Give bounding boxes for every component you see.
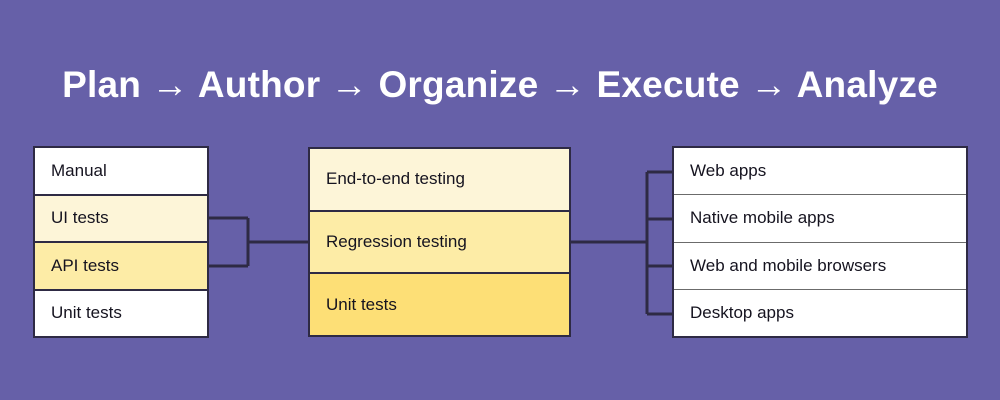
list-item[interactable]: Unit tests <box>35 290 207 336</box>
list-item-label: Regression testing <box>326 232 467 251</box>
list-item[interactable]: Native mobile apps <box>674 195 966 243</box>
list-item-label: End-to-end testing <box>326 169 465 189</box>
list-item-label: Unit tests <box>51 303 122 323</box>
page-title: Plan → Author → Organize → Execute → Ana… <box>62 64 938 105</box>
list-item-label: Web and mobile browsers <box>690 255 887 275</box>
list-item[interactable]: Unit tests <box>310 274 569 335</box>
list-item-label: Unit tests <box>326 294 397 314</box>
test-types-column: Manual UI tests API tests Unit tests <box>33 146 209 338</box>
list-item[interactable]: API tests <box>35 243 207 291</box>
connector-plan-to-author <box>209 216 308 268</box>
platforms-column: Web apps Native mobile apps Web and mobi… <box>672 146 968 338</box>
list-item[interactable]: Web apps <box>674 148 966 196</box>
list-item-label: API tests <box>51 255 120 275</box>
list-item[interactable]: Desktop apps <box>674 289 966 336</box>
list-item[interactable]: Web and mobile browsers <box>674 242 966 290</box>
connector-author-to-execute <box>571 170 672 316</box>
list-item[interactable]: Manual <box>35 148 207 196</box>
list-item-label: Web apps <box>690 161 767 181</box>
list-item[interactable]: UI tests <box>35 195 207 243</box>
list-item[interactable]: Regression testing <box>310 211 569 275</box>
list-item-label: UI tests <box>51 208 109 228</box>
list-item-label: Manual <box>51 160 107 180</box>
test-levels-column: End-to-end testing Regression testing Un… <box>308 147 571 337</box>
list-item-label: Desktop apps <box>690 302 794 322</box>
list-item[interactable]: End-to-end testing <box>310 149 569 212</box>
list-item-label: Native mobile apps <box>690 208 835 228</box>
